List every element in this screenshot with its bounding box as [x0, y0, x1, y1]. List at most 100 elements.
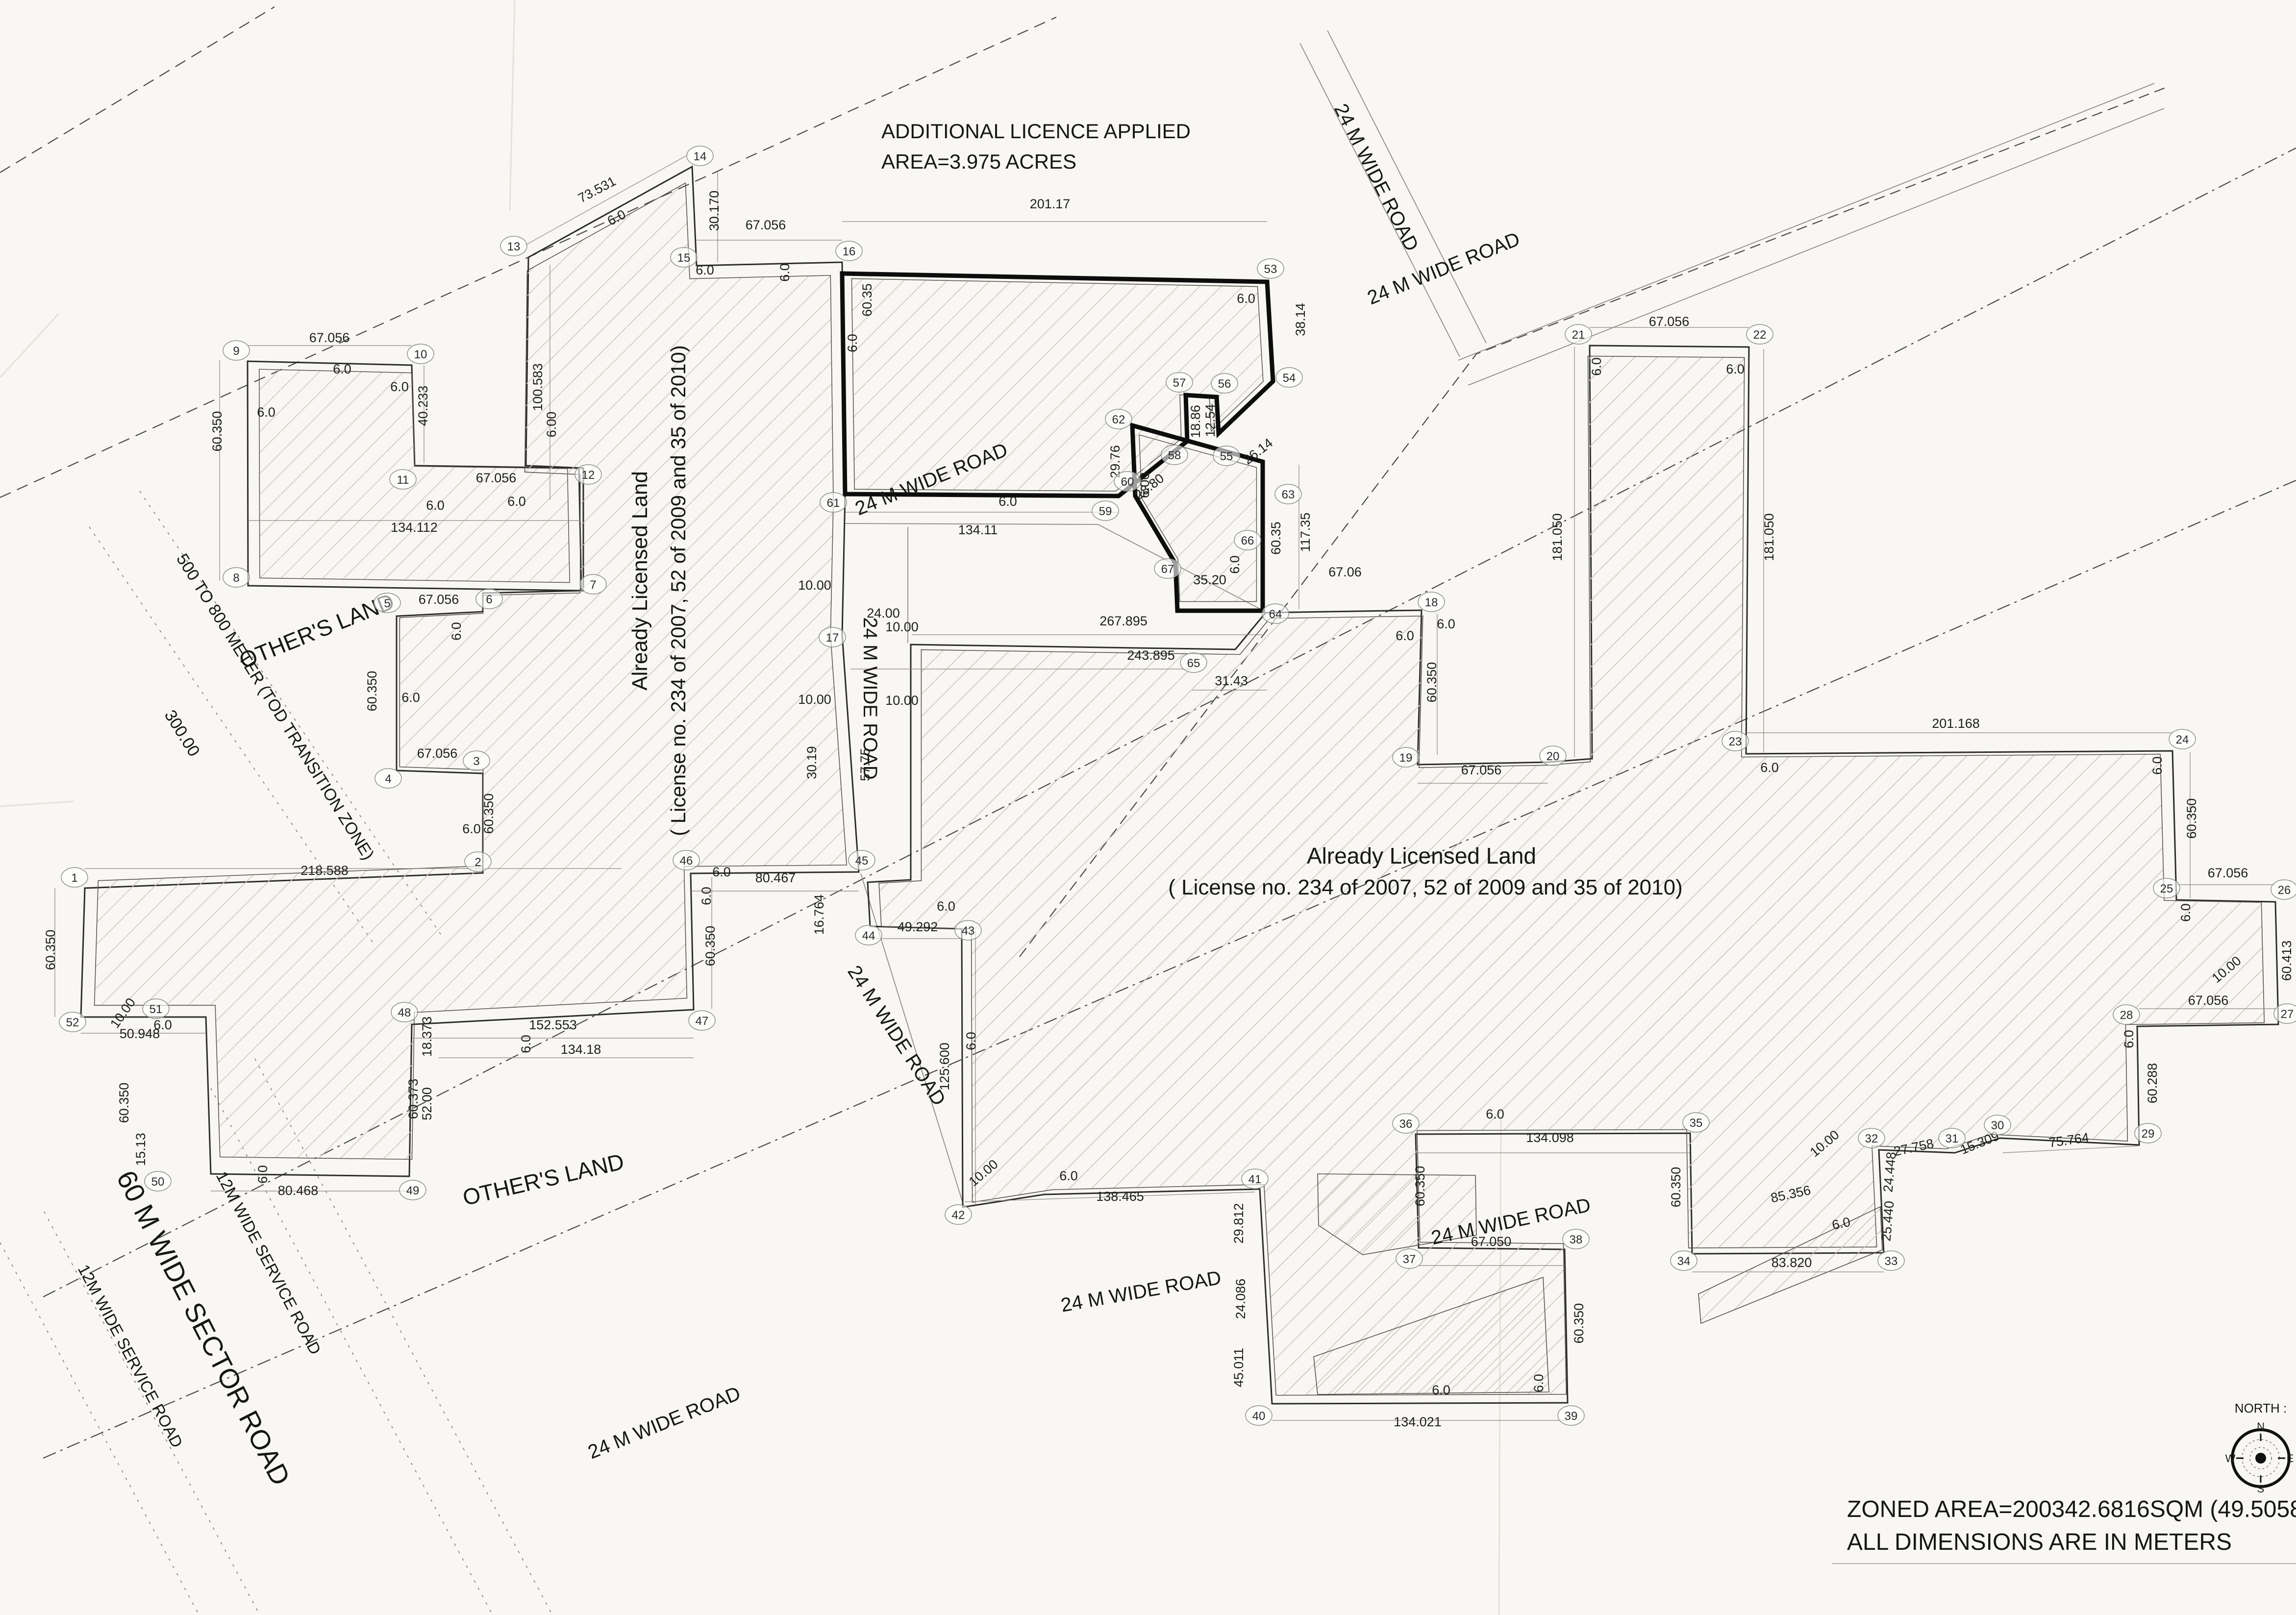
vertex-number: 61	[827, 497, 840, 510]
dimension-label: 50.948	[120, 1026, 160, 1041]
vertex-marker: 37	[1396, 1248, 1423, 1269]
dimension-label: 60.373	[406, 1079, 421, 1119]
dimension-label: 10.00	[798, 578, 831, 593]
dimension-label: 218.588	[300, 863, 349, 878]
vertex-number: 36	[1399, 1118, 1413, 1131]
dimension-label: 67.056	[2188, 993, 2229, 1008]
compass-letter: S	[2257, 1483, 2265, 1495]
dimension-label: 6.0	[1589, 357, 1604, 376]
vertex-marker: 46	[673, 850, 700, 870]
dimension-label: 60.350	[365, 671, 379, 712]
dimension-label: 6.0	[507, 494, 526, 509]
vertex-marker: 59	[1092, 500, 1119, 521]
dimension-label: 6.0	[699, 887, 714, 905]
parcel-additional-licence	[840, 271, 1275, 498]
dimension-label: 6.0	[1531, 1374, 1546, 1392]
dimension-label: 6.0	[1432, 1383, 1450, 1397]
dimension-label: 6.0	[257, 405, 275, 420]
vertex-number: 49	[406, 1184, 420, 1197]
licensed-east-line1: Already Licensed Land	[1307, 843, 1536, 869]
dimension-label: 18.86	[1188, 405, 1203, 438]
dimension-label: 49.292	[898, 919, 938, 934]
vertex-marker: 61	[820, 492, 847, 513]
vertex-number: 23	[1729, 735, 1742, 748]
vertex-number: 48	[398, 1006, 411, 1019]
licensed-west-line1: Already Licensed Land	[628, 471, 652, 691]
dimension-label: 6.0	[1237, 291, 1255, 306]
vertex-number: 65	[1187, 657, 1200, 670]
vertex-number: 22	[1753, 328, 1767, 342]
vertex-marker: 39	[1557, 1405, 1585, 1426]
dimension-label: 80.468	[278, 1183, 319, 1198]
vertex-marker: 17	[819, 627, 846, 647]
dimension-label: 67.056	[746, 218, 786, 232]
vertex-number: 47	[696, 1015, 709, 1028]
vertex-marker: 55	[1213, 446, 1240, 466]
dimension-label: 45.011	[1231, 1348, 1246, 1388]
road-label-6: 24 M WIDE ROAD	[1059, 1267, 1223, 1317]
vertex-number: 43	[962, 924, 975, 938]
vertex-number: 67	[1161, 563, 1174, 576]
vertex-number: 6	[486, 593, 492, 606]
vertex-marker: 11	[389, 469, 417, 490]
vertex-number: 62	[1112, 413, 1125, 426]
vertex-number: 5	[384, 597, 390, 610]
zoned-area-text: ZONED AREA=200342.6816SQM (49.5058 ACRES…	[1847, 1496, 2296, 1522]
dimension-label: 73.531	[575, 174, 618, 205]
dimension-label: 60.350	[43, 930, 58, 970]
road-label-8: 24 M WIDE ROAD	[585, 1383, 744, 1464]
north-label: NORTH :	[2235, 1401, 2287, 1416]
road-label-2: 24 M WIDE ROAD	[1364, 228, 1523, 309]
vertex-marker: 63	[1274, 484, 1302, 504]
vertex-number: 39	[1565, 1410, 1578, 1423]
vertex-marker: 56	[1211, 373, 1238, 394]
others-land-upper: OTHER'S LAND	[236, 588, 398, 673]
vertex-marker: 42	[945, 1204, 972, 1225]
vertex-number: 64	[1269, 608, 1282, 621]
vertex-number: 29	[2142, 1127, 2155, 1141]
dimension-label: 60.350	[1424, 662, 1439, 703]
vertex-marker: 66	[1234, 530, 1261, 550]
parcel-east-licensed	[867, 345, 2279, 1405]
vertex-number: 24	[2176, 733, 2189, 746]
vertex-marker: 16	[835, 241, 863, 261]
dimension-label: 24.00	[867, 606, 900, 621]
dimension-label: 60.350	[481, 794, 496, 834]
dimension-label: 18.373	[420, 1017, 434, 1057]
dimension-label: 38.14	[1293, 303, 1308, 336]
dimension-label: 30.170	[707, 191, 722, 231]
vertex-number: 13	[507, 240, 521, 253]
dimension-label: 6.0	[1227, 555, 1242, 574]
dimension-label: 6.0	[462, 821, 481, 836]
dimensions-note-text: ALL DIMENSIONS ARE IN METERS	[1847, 1529, 2232, 1555]
vertex-marker: 5	[374, 593, 401, 613]
road-label-5: 24 M WIDE ROAD	[843, 962, 949, 1110]
dimension-label: 181.050	[1762, 513, 1776, 561]
dimension-lines	[54, 154, 2296, 1564]
licensed-west-line2: ( License no. 234 of 2007, 52 of 2009 an…	[667, 345, 690, 836]
dimension-label: 6.0	[1486, 1107, 1504, 1121]
compass-letter: N	[2257, 1420, 2265, 1433]
vertex-marker: 35	[1682, 1112, 1710, 1133]
vertex-marker: 48	[391, 1002, 418, 1022]
dimension-label: 60.350	[2184, 798, 2199, 839]
vertex-number: 27	[2281, 1008, 2294, 1021]
dimension-label: 6.0	[255, 1165, 270, 1184]
dimension-label: 6.0	[449, 622, 464, 641]
dimension-label: 6.0	[2121, 1030, 2136, 1048]
vertex-number: 59	[1099, 505, 1112, 518]
dimension-label: 6.0	[1396, 628, 1414, 643]
dimension-label: 6.0	[937, 899, 955, 914]
dimension-label: 6.0	[964, 1032, 978, 1050]
dimension-label: 12.54	[1203, 404, 1218, 437]
vertex-number: 34	[1677, 1255, 1691, 1268]
vertex-number: 50	[151, 1175, 165, 1189]
dimension-label: 6.0	[426, 498, 445, 513]
vertex-number: 19	[1399, 751, 1413, 765]
dimension-label: 6.0	[696, 263, 714, 277]
vertex-number: 1	[71, 871, 77, 885]
vertex-number: 30	[1991, 1119, 2004, 1132]
